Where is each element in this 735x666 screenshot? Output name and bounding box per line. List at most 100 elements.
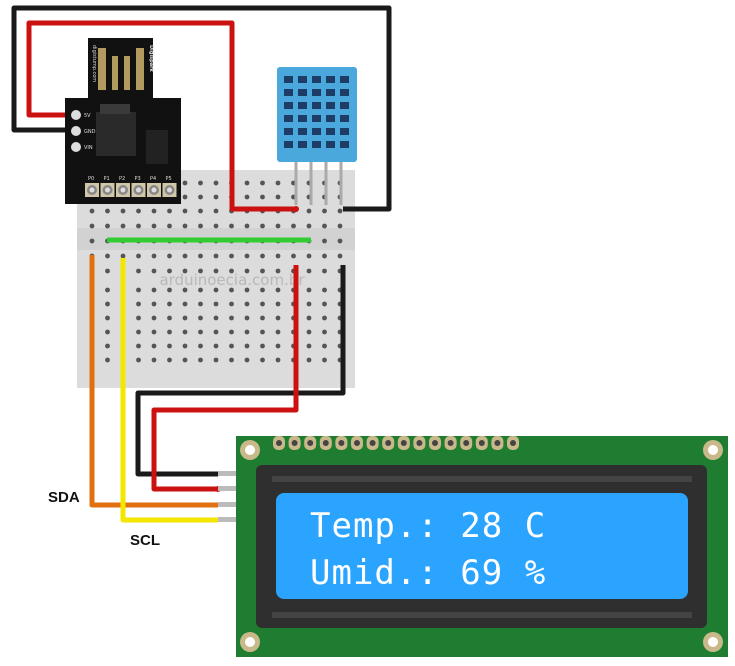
breadboard-hole [260, 329, 265, 335]
breadboard-hole [167, 253, 172, 259]
breadboard-hole [105, 329, 110, 335]
breadboard-hole [322, 357, 327, 363]
breadboard-hole [182, 301, 188, 307]
wire-black-gnd [11, 5, 392, 212]
breadboard-hole [275, 301, 281, 307]
lcd-pin [432, 440, 438, 446]
breadboard-hole [275, 287, 281, 293]
breadboard-hole [260, 287, 265, 293]
breadboard-hole [244, 329, 250, 335]
breadboard-hole [244, 287, 250, 293]
breadboard-hole [182, 208, 188, 214]
lcd-16x2: Temp.: 28 C Umid.: 69 % [218, 436, 728, 657]
breadboard-hole [337, 208, 343, 214]
breadboard-hole [244, 315, 250, 321]
digispark-brand: Digispark [148, 45, 154, 73]
pin-label-p5: P5 [166, 176, 172, 182]
breadboard-hole [213, 357, 219, 363]
lcd-pin [447, 440, 454, 446]
breadboard-hole [260, 223, 265, 229]
breadboard-hole [136, 329, 141, 335]
breadboard-hole [229, 253, 234, 259]
breadboard-hole [89, 238, 95, 244]
breadboard-hole [120, 253, 126, 259]
breadboard-hole [151, 208, 157, 214]
breadboard-hole [260, 253, 265, 259]
breadboard-hole [151, 223, 157, 229]
lcd-pin [338, 440, 345, 446]
breadboard-hole [244, 343, 250, 349]
lcd-pin [416, 440, 423, 446]
breadboard-hole [322, 268, 327, 274]
breadboard-hole [182, 329, 188, 335]
lcd-screen [276, 493, 688, 599]
breadboard-hole [182, 268, 188, 274]
breadboard-hole [120, 223, 126, 229]
breadboard-hole [306, 343, 312, 349]
sda-label: SDA [48, 489, 80, 506]
pin-label-p3: P3 [135, 176, 141, 182]
breadboard-hole [260, 301, 265, 307]
wire-black-lcd-gnd [135, 265, 346, 477]
breadboard-hole [213, 180, 219, 186]
lcd-pin [463, 440, 470, 446]
breadboard-hole [229, 287, 234, 293]
breadboard-hole [244, 357, 250, 363]
breadboard-hole [105, 357, 110, 363]
breadboard-hole [337, 253, 343, 259]
breadboard-hole [275, 329, 281, 335]
breadboard-hole [260, 268, 265, 274]
wire-orange-sda [89, 255, 218, 508]
lcd-pin [494, 440, 501, 446]
lcd-pin [510, 440, 516, 446]
breadboard-hole [136, 223, 141, 229]
lcd-pin [400, 440, 407, 446]
breadboard-hole [306, 301, 312, 307]
breadboard-hole [151, 301, 157, 307]
breadboard-hole [275, 315, 281, 321]
breadboard-hole [151, 253, 157, 259]
breadboard-hole [198, 194, 203, 200]
breadboard-hole [213, 301, 219, 307]
breadboard-hole [151, 357, 157, 363]
breadboard-hole [167, 208, 172, 214]
breadboard-hole [337, 223, 343, 229]
breadboard-hole [182, 223, 188, 229]
breadboard-hole [136, 315, 141, 321]
breadboard-hole [322, 253, 327, 259]
breadboard-hole [167, 343, 172, 349]
lcd-pin [307, 440, 314, 446]
breadboard-hole [213, 223, 219, 229]
breadboard-hole [167, 287, 172, 293]
breadboard-hole [182, 343, 188, 349]
breadboard-hole [167, 223, 172, 229]
lcd-pin [354, 440, 360, 446]
breadboard-hole [198, 253, 203, 259]
breadboard-hole [322, 287, 327, 293]
breadboard-hole [151, 315, 157, 321]
breadboard-hole [182, 357, 188, 363]
breadboard-hole [136, 357, 141, 363]
breadboard-hole [105, 223, 110, 229]
breadboard-hole [275, 268, 281, 274]
breadboard-hole [244, 223, 250, 229]
breadboard-hole [105, 208, 110, 214]
breadboard-hole [213, 208, 219, 214]
breadboard-hole [198, 287, 203, 293]
breadboard-hole [151, 287, 157, 293]
breadboard-hole [306, 223, 312, 229]
breadboard-hole [322, 343, 327, 349]
breadboard-hole [306, 357, 312, 363]
breadboard-hole [198, 223, 203, 229]
breadboard-hole [260, 343, 265, 349]
breadboard-hole [136, 301, 141, 307]
breadboard-hole [275, 194, 281, 200]
breadboard-hole [105, 343, 110, 349]
breadboard-hole [213, 343, 219, 349]
breadboard-hole [151, 343, 157, 349]
breadboard-hole [136, 253, 141, 259]
pin-label-p1: P1 [104, 176, 110, 182]
breadboard-hole [291, 253, 296, 259]
